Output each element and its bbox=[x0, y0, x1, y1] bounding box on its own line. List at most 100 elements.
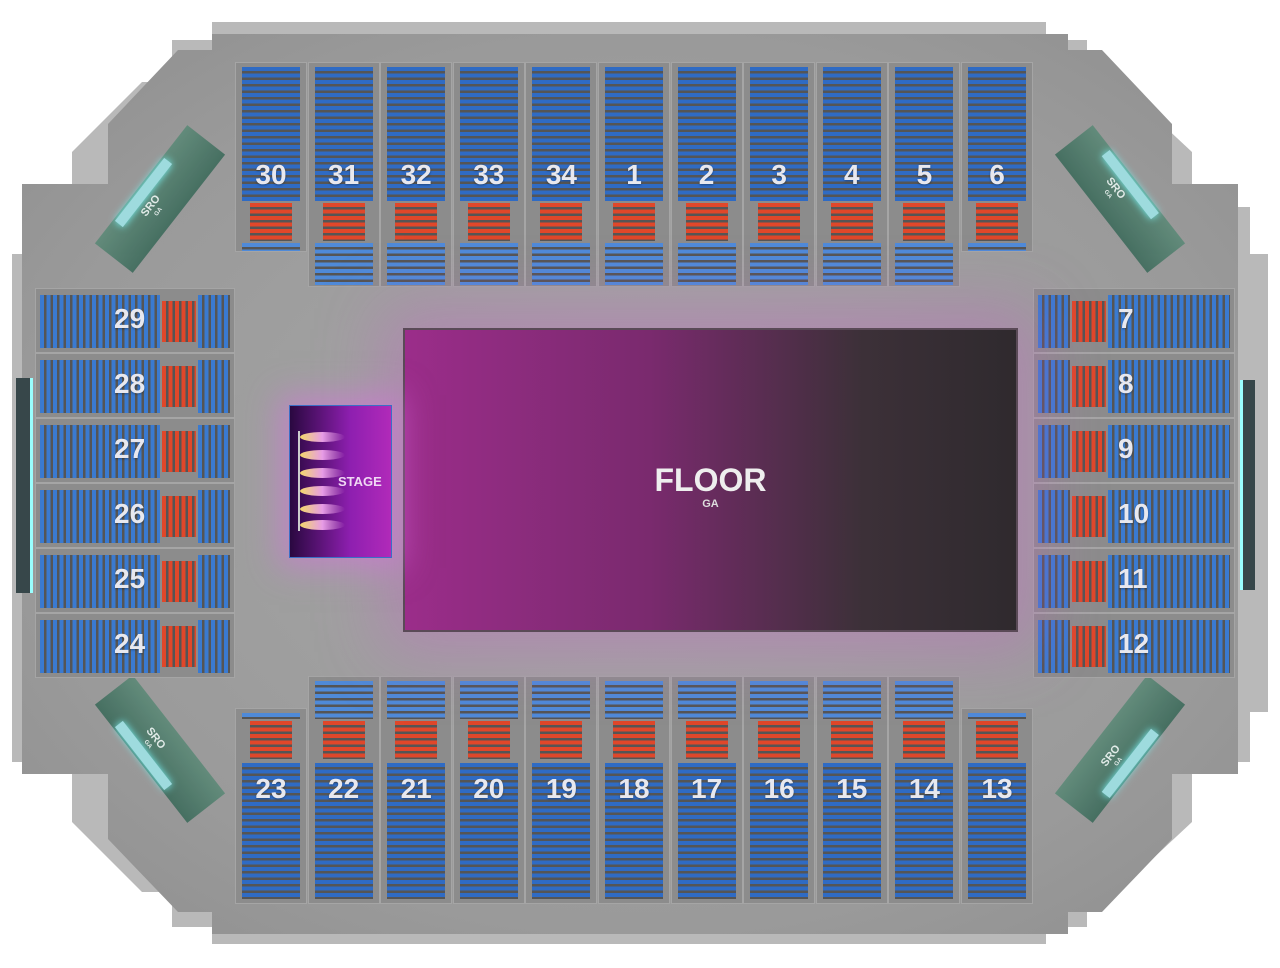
seat-rows bbox=[677, 681, 736, 719]
seat-rows bbox=[677, 763, 736, 899]
section-13[interactable]: 13 bbox=[961, 708, 1033, 904]
seat-rows bbox=[532, 681, 591, 719]
section-27[interactable]: 27 bbox=[35, 418, 235, 483]
seat-rows-premium bbox=[903, 721, 946, 759]
floor-ga-section[interactable]: FLOOR GA bbox=[403, 328, 1018, 632]
seat-rows bbox=[242, 763, 300, 899]
seat-rows bbox=[677, 67, 736, 201]
seat-rows-premium bbox=[1072, 496, 1106, 537]
section-8[interactable]: 8 bbox=[1033, 353, 1235, 418]
section-6[interactable]: 6 bbox=[961, 62, 1033, 252]
seat-rows bbox=[1038, 425, 1070, 478]
seat-rows-premium bbox=[903, 203, 946, 241]
seat-rows bbox=[1108, 620, 1230, 673]
seat-rows-premium bbox=[250, 721, 292, 759]
section-7[interactable]: 7 bbox=[1033, 288, 1235, 353]
seat-rows bbox=[198, 620, 230, 673]
seat-rows-premium bbox=[1072, 626, 1106, 667]
seat-rows bbox=[40, 295, 160, 348]
seat-rows bbox=[314, 67, 373, 201]
seat-rows-premium bbox=[162, 301, 196, 342]
seat-rows bbox=[198, 555, 230, 608]
seat-rows-premium bbox=[976, 721, 1018, 759]
section-22[interactable]: 22 bbox=[307, 676, 380, 904]
section-34[interactable]: 34 bbox=[525, 62, 598, 287]
seat-rows bbox=[387, 67, 446, 201]
seat-rows-premium bbox=[1072, 561, 1106, 602]
seat-rows bbox=[314, 681, 373, 719]
stage-truss bbox=[298, 431, 300, 531]
seat-rows bbox=[895, 763, 954, 899]
section-label: 30 bbox=[255, 159, 287, 190]
section-29[interactable]: 29 bbox=[35, 288, 235, 353]
section-label: 29 bbox=[114, 303, 146, 334]
section-label: 33 bbox=[473, 159, 505, 190]
seat-rows bbox=[895, 243, 954, 285]
seat-rows-premium bbox=[1072, 301, 1106, 342]
section-label: 7 bbox=[1118, 303, 1134, 334]
section-31[interactable]: 31 bbox=[307, 62, 380, 287]
seat-rows-premium bbox=[322, 203, 365, 241]
section-label: 14 bbox=[908, 773, 940, 804]
section-label: 26 bbox=[114, 498, 146, 529]
seat-rows bbox=[750, 763, 809, 899]
seat-rows bbox=[40, 425, 160, 478]
section-label: 20 bbox=[473, 773, 505, 804]
seat-rows bbox=[459, 763, 518, 899]
seat-rows bbox=[40, 555, 160, 608]
seat-rows bbox=[968, 763, 1026, 899]
section-3[interactable]: 3 bbox=[743, 62, 816, 287]
section-12[interactable]: 12 bbox=[1033, 613, 1235, 678]
seat-rows bbox=[198, 295, 230, 348]
seat-rows bbox=[40, 360, 160, 413]
section-33[interactable]: 33 bbox=[452, 62, 525, 287]
seat-rows-premium bbox=[758, 203, 801, 241]
section-28[interactable]: 28 bbox=[35, 353, 235, 418]
seat-rows-premium bbox=[613, 203, 655, 241]
section-5[interactable]: 5 bbox=[888, 62, 961, 287]
stage-light-icon bbox=[300, 468, 345, 478]
seat-rows-premium bbox=[395, 721, 438, 759]
seat-rows-premium bbox=[467, 721, 510, 759]
section-25[interactable]: 25 bbox=[35, 548, 235, 613]
seat-rows-premium bbox=[467, 203, 510, 241]
section-32[interactable]: 32 bbox=[380, 62, 453, 287]
section-11[interactable]: 11 bbox=[1033, 548, 1235, 613]
seat-rows bbox=[387, 243, 446, 285]
section-14[interactable]: 14 bbox=[888, 676, 961, 904]
section-2[interactable]: 2 bbox=[670, 62, 743, 287]
seat-rows bbox=[242, 67, 300, 201]
seat-rows-premium bbox=[830, 203, 873, 241]
seat-rows bbox=[1108, 490, 1230, 543]
seat-rows bbox=[1038, 555, 1070, 608]
section-9[interactable]: 9 bbox=[1033, 418, 1235, 483]
section-18[interactable]: 18 bbox=[598, 676, 670, 904]
section-label: 13 bbox=[981, 773, 1013, 804]
section-4[interactable]: 4 bbox=[815, 62, 888, 287]
section-10[interactable]: 10 bbox=[1033, 483, 1235, 548]
section-17[interactable]: 17 bbox=[670, 676, 743, 904]
section-label: 22 bbox=[328, 773, 360, 804]
section-26[interactable]: 26 bbox=[35, 483, 235, 548]
section-label: 25 bbox=[114, 563, 146, 594]
section-21[interactable]: 21 bbox=[380, 676, 453, 904]
section-label: 16 bbox=[763, 773, 795, 804]
stage: STAGE bbox=[289, 405, 392, 558]
seat-rows bbox=[314, 763, 373, 899]
seat-rows bbox=[198, 425, 230, 478]
seat-rows bbox=[242, 713, 300, 719]
section-24[interactable]: 24 bbox=[35, 613, 235, 678]
section-16[interactable]: 16 bbox=[743, 676, 816, 904]
section-30[interactable]: 30 bbox=[235, 62, 307, 252]
screen-left bbox=[16, 378, 33, 593]
seat-rows bbox=[1038, 360, 1070, 413]
seat-rows-premium bbox=[250, 203, 292, 241]
section-15[interactable]: 15 bbox=[815, 676, 888, 904]
seat-rows bbox=[822, 243, 881, 285]
section-19[interactable]: 19 bbox=[525, 676, 598, 904]
seat-rows bbox=[968, 243, 1026, 251]
section-20[interactable]: 20 bbox=[452, 676, 525, 904]
section-1[interactable]: 1 bbox=[598, 62, 670, 287]
seat-rows bbox=[1038, 295, 1070, 348]
section-23[interactable]: 23 bbox=[235, 708, 307, 904]
